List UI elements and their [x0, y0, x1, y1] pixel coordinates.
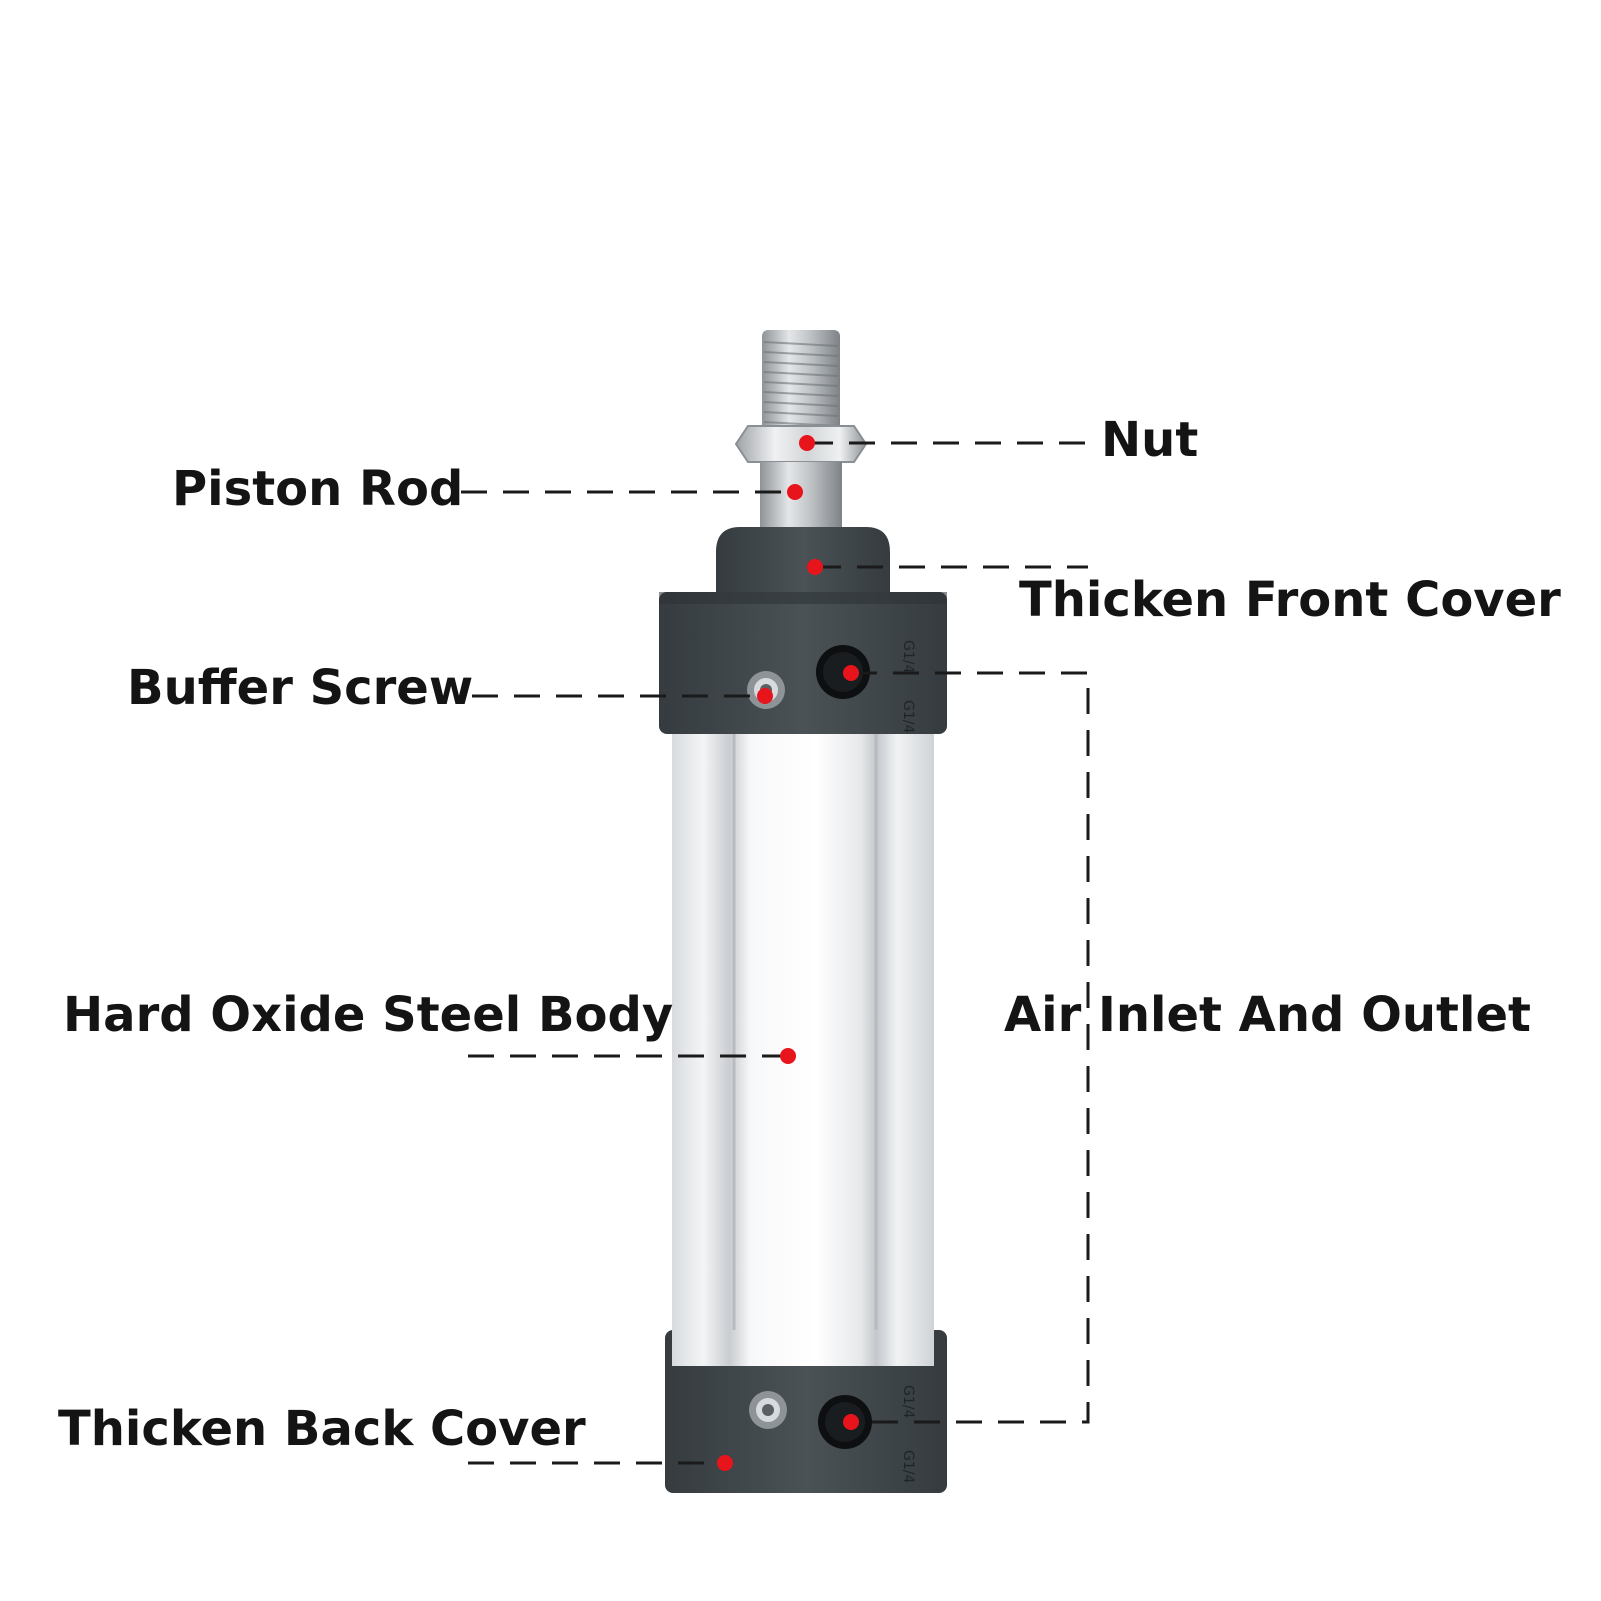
- label-piston-rod: Piston Rod: [172, 461, 464, 517]
- piston-rod-shaft: [760, 462, 842, 537]
- marker-back-cover: [717, 1455, 733, 1471]
- back-cover: G1/4 G1/4: [665, 1330, 947, 1493]
- label-air: Air Inlet And Outlet: [1004, 987, 1531, 1043]
- marker-nut: [799, 435, 815, 451]
- label-buffer-screw: Buffer Screw: [127, 660, 474, 716]
- piston-rod-thread: [762, 330, 840, 438]
- label-back-cover: Thicken Back Cover: [58, 1401, 586, 1457]
- front-cover: G1/4 G1/4: [659, 592, 947, 734]
- svg-text:G1/4: G1/4: [900, 640, 916, 673]
- marker-air-outlet: [843, 1414, 859, 1430]
- svg-text:G1/4: G1/4: [900, 1385, 916, 1418]
- svg-text:G1/4: G1/4: [900, 1450, 916, 1483]
- marker-front-cover: [807, 559, 823, 575]
- leader-air: [851, 671, 1090, 1424]
- label-front-cover: Thicken Front Cover: [1019, 572, 1561, 628]
- cylinder-barrel: [672, 734, 934, 1374]
- back-buffer-screw: [749, 1391, 787, 1429]
- leader-lines: [461, 441, 1090, 1465]
- svg-text:G1/4: G1/4: [900, 700, 916, 733]
- front-cover-boss: [716, 527, 890, 600]
- callout-markers: [717, 435, 859, 1471]
- marker-air-inlet: [843, 665, 859, 681]
- front-air-port: [816, 645, 870, 699]
- marker-piston-rod: [787, 484, 803, 500]
- marker-buffer-screw: [757, 688, 773, 704]
- label-nut: Nut: [1101, 412, 1199, 468]
- marker-body: [780, 1048, 796, 1064]
- label-body: Hard Oxide Steel Body: [63, 987, 674, 1043]
